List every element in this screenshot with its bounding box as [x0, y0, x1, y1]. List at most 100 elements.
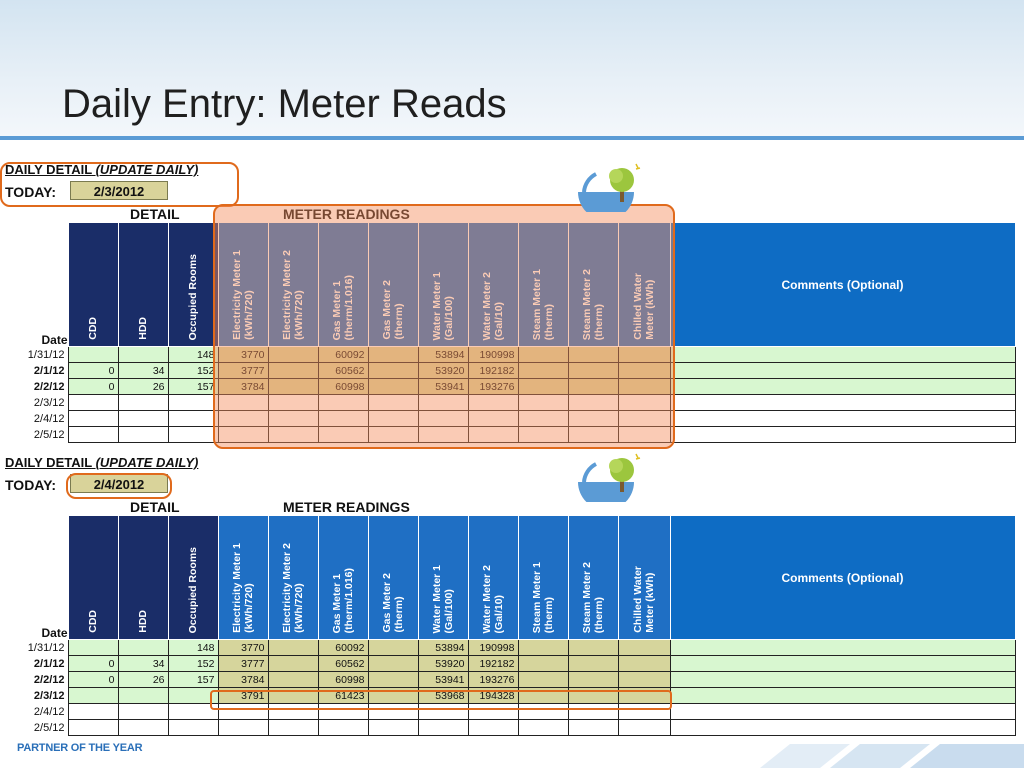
steam2-cell[interactable] [567, 378, 619, 395]
comments-cell[interactable] [669, 410, 1016, 427]
water1-cell[interactable]: 53941 [417, 378, 469, 395]
cdd-cell[interactable]: 0 [67, 362, 119, 379]
hdd-cell[interactable] [117, 394, 169, 411]
elec2-cell[interactable] [267, 671, 319, 688]
comments-cell[interactable] [669, 655, 1016, 672]
comments-cell[interactable] [669, 671, 1016, 688]
comments-cell[interactable] [669, 687, 1016, 704]
hdd-cell[interactable]: 34 [117, 362, 169, 379]
chilled-cell[interactable] [617, 639, 671, 656]
elec1-cell[interactable]: 3784 [217, 378, 269, 395]
gas2-cell[interactable] [367, 378, 419, 395]
today-date-field[interactable]: 2/4/2012 [70, 474, 168, 493]
steam2-cell[interactable] [567, 362, 619, 379]
water1-cell[interactable]: 53894 [417, 639, 469, 656]
water2-cell[interactable]: 190998 [467, 639, 519, 656]
hdd-cell[interactable]: 34 [117, 655, 169, 672]
gas2-cell[interactable] [367, 719, 419, 736]
gas2-cell[interactable] [367, 346, 419, 363]
steam2-cell[interactable] [567, 719, 619, 736]
hdd-cell[interactable] [117, 410, 169, 427]
hdd-cell[interactable]: 26 [117, 378, 169, 395]
chilled-cell[interactable] [617, 378, 671, 395]
elec2-cell[interactable] [267, 378, 319, 395]
comments-cell[interactable] [669, 703, 1016, 720]
gas1-cell[interactable] [317, 719, 369, 736]
water1-cell[interactable] [417, 719, 469, 736]
hdd-cell[interactable] [117, 719, 169, 736]
steam1-cell[interactable] [517, 671, 569, 688]
gas2-cell[interactable] [367, 655, 419, 672]
comments-cell[interactable] [669, 426, 1016, 443]
cdd-cell[interactable] [67, 426, 119, 443]
cdd-cell[interactable]: 0 [67, 671, 119, 688]
gas2-cell[interactable] [367, 671, 419, 688]
comments-cell[interactable] [669, 394, 1016, 411]
rooms-cell[interactable]: 157 [167, 378, 219, 395]
gas1-cell[interactable]: 60998 [317, 378, 369, 395]
water2-cell[interactable]: 192182 [467, 655, 519, 672]
steam1-cell[interactable] [517, 639, 569, 656]
cdd-cell[interactable] [67, 639, 119, 656]
steam1-cell[interactable] [517, 655, 569, 672]
water1-cell[interactable]: 53920 [417, 362, 469, 379]
hdd-cell[interactable]: 26 [117, 671, 169, 688]
elec1-cell[interactable]: 3777 [217, 655, 269, 672]
hdd-cell[interactable] [117, 639, 169, 656]
cdd-cell[interactable] [67, 687, 119, 704]
rooms-cell[interactable]: 148 [167, 346, 219, 363]
hdd-cell[interactable] [117, 346, 169, 363]
rooms-cell[interactable] [167, 426, 219, 443]
gas1-cell[interactable]: 60092 [317, 639, 369, 656]
rooms-cell[interactable] [167, 410, 219, 427]
comments-cell[interactable] [669, 378, 1016, 395]
hdd-cell[interactable] [117, 687, 169, 704]
water2-cell[interactable] [467, 719, 519, 736]
rooms-cell[interactable] [167, 719, 219, 736]
comments-cell[interactable] [669, 639, 1016, 656]
steam2-cell[interactable] [567, 639, 619, 656]
chilled-cell[interactable] [617, 346, 671, 363]
steam2-cell[interactable] [567, 671, 619, 688]
rooms-cell[interactable]: 148 [167, 639, 219, 656]
gas1-cell[interactable]: 60092 [317, 346, 369, 363]
rooms-cell[interactable] [167, 394, 219, 411]
elec1-cell[interactable]: 3777 [217, 362, 269, 379]
steam2-cell[interactable] [567, 655, 619, 672]
cdd-cell[interactable]: 0 [67, 655, 119, 672]
hdd-cell[interactable] [117, 426, 169, 443]
elec2-cell[interactable] [267, 655, 319, 672]
rooms-cell[interactable] [167, 687, 219, 704]
gas2-cell[interactable] [367, 639, 419, 656]
comments-cell[interactable] [669, 719, 1016, 736]
today-date-field[interactable]: 2/3/2012 [70, 181, 168, 200]
chilled-cell[interactable] [617, 719, 671, 736]
steam1-cell[interactable] [517, 378, 569, 395]
comments-cell[interactable] [669, 346, 1016, 363]
water1-cell[interactable]: 53941 [417, 671, 469, 688]
rooms-cell[interactable]: 157 [167, 671, 219, 688]
cdd-cell[interactable]: 0 [67, 378, 119, 395]
water1-cell[interactable]: 53920 [417, 655, 469, 672]
cdd-cell[interactable] [67, 703, 119, 720]
cdd-cell[interactable] [67, 394, 119, 411]
cdd-cell[interactable] [67, 719, 119, 736]
gas1-cell[interactable]: 60562 [317, 655, 369, 672]
steam1-cell[interactable] [517, 719, 569, 736]
water2-cell[interactable]: 193276 [467, 671, 519, 688]
rooms-cell[interactable]: 152 [167, 362, 219, 379]
elec2-cell[interactable] [267, 639, 319, 656]
chilled-cell[interactable] [617, 655, 671, 672]
rooms-cell[interactable]: 152 [167, 655, 219, 672]
elec1-cell[interactable]: 3784 [217, 671, 269, 688]
elec1-cell[interactable] [217, 719, 269, 736]
cdd-cell[interactable] [67, 410, 119, 427]
comments-cell[interactable] [669, 362, 1016, 379]
chilled-cell[interactable] [617, 671, 671, 688]
gas1-cell[interactable]: 60998 [317, 671, 369, 688]
hdd-cell[interactable] [117, 703, 169, 720]
elec2-cell[interactable] [267, 719, 319, 736]
cdd-cell[interactable] [67, 346, 119, 363]
water2-cell[interactable]: 190998 [467, 346, 519, 363]
elec1-cell[interactable]: 3770 [217, 639, 269, 656]
